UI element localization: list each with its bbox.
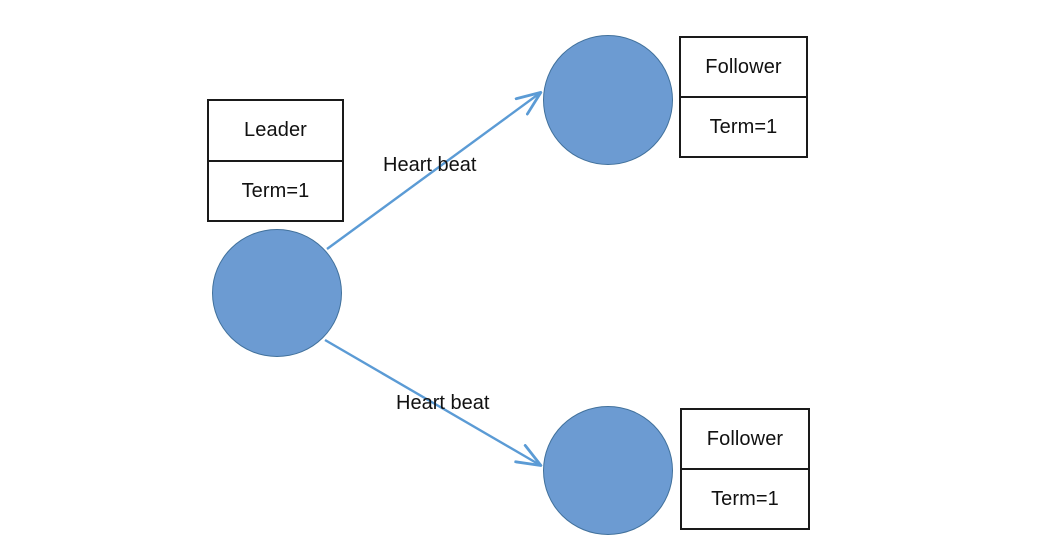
node-circle-follower-top[interactable] [543,35,673,165]
leader-term-label: Term=1 [241,179,310,202]
follower-top-term-label: Term=1 [709,116,778,138]
node-circle-follower-bottom[interactable] [543,406,673,535]
info-box-follower-top: Follower Term=1 [679,36,808,158]
info-box-follower-bottom: Follower Term=1 [680,408,810,530]
follower-bottom-term-label: Term=1 [711,488,779,510]
edge-label-heartbeat-top: Heart beat [383,154,477,176]
leader-role-label: Leader [209,101,342,162]
info-box-leader: Leader Term=1 [207,99,344,222]
follower-top-role-label: Follower [681,38,806,98]
edge-label-heartbeat-bottom: Heart beat [396,392,490,414]
node-circle-leader[interactable] [212,229,342,357]
follower-bottom-role-label: Follower [682,410,808,470]
